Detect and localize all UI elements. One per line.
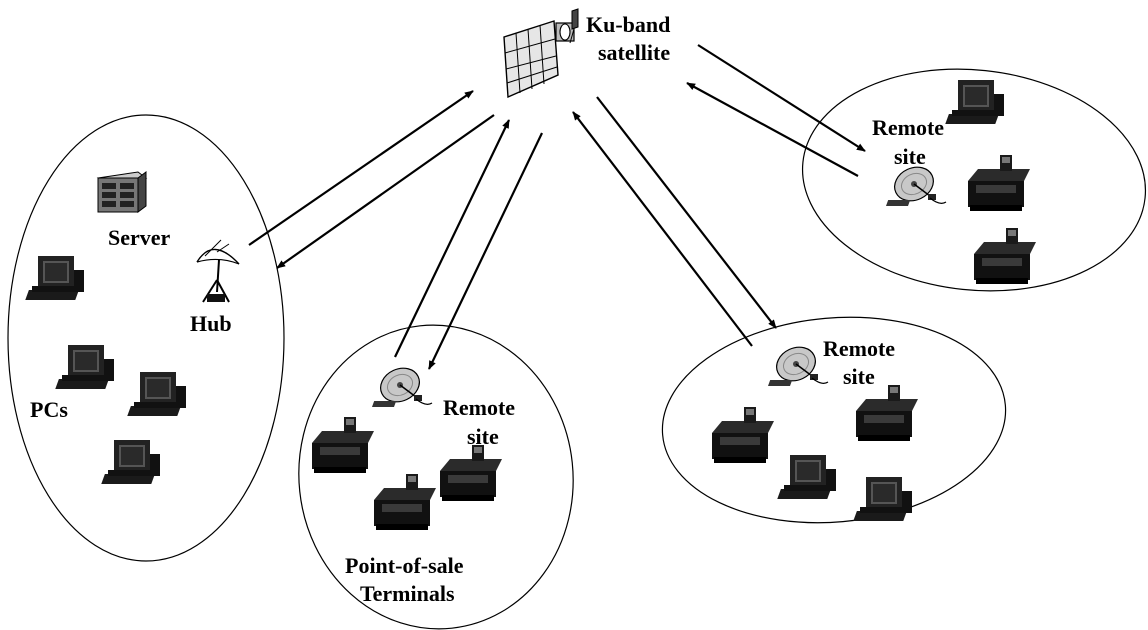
downlink-top-right-site — [697, 44, 866, 152]
top-right-remote-label-line1: Remote — [872, 115, 944, 140]
uplink-top-right-site — [686, 82, 859, 177]
pos-terminals-label-line2: Terminals — [360, 581, 455, 606]
pcs-label: PCs — [30, 397, 68, 422]
mid-right-site-boundary — [661, 316, 1007, 524]
server-label: Server — [108, 225, 171, 250]
server-icon — [96, 171, 148, 213]
pos-terminal-icon — [856, 385, 918, 441]
hub-label: Hub — [190, 311, 232, 336]
pos-terminal-icon — [374, 474, 436, 530]
satellite-label-line2: satellite — [598, 40, 670, 65]
mid-right-remote-label-line2: site — [843, 364, 875, 389]
pc-icon — [101, 440, 160, 484]
hub-dish-icon — [196, 239, 240, 303]
pos-terminal-icon — [712, 407, 774, 463]
pos-terminals-label-line1: Point-of-sale — [345, 553, 464, 578]
pc-icon — [25, 256, 84, 300]
hub-site-boundary — [7, 114, 285, 562]
pc-icon — [127, 372, 186, 416]
satellite-label-line1: Ku-band — [586, 12, 670, 37]
vsat-dish-icon — [371, 361, 433, 409]
pos-remote-label-line1: Remote — [443, 395, 515, 420]
pc-icon — [777, 455, 836, 499]
mid-right-remote-label-line1: Remote — [823, 336, 895, 361]
pc-icon — [853, 477, 912, 521]
uplink-mid-right-site — [572, 111, 753, 347]
top-right-site-boundary — [801, 68, 1147, 292]
pos-terminal-icon — [440, 445, 502, 501]
vsat-dish-icon — [767, 340, 829, 388]
pos-site-boundary — [298, 324, 574, 630]
top-right-remote-label-line2: site — [894, 144, 926, 169]
pos-remote-label-line2: site — [467, 424, 499, 449]
uplink-hub — [248, 90, 474, 246]
pos-terminal-icon — [968, 155, 1030, 211]
satellite-icon — [503, 8, 579, 99]
pos-terminal-icon — [974, 228, 1036, 284]
downlink-pos-site — [428, 132, 543, 370]
pc-icon — [945, 80, 1004, 124]
pos-terminal-icon — [312, 417, 374, 473]
downlink-mid-right-site — [596, 96, 777, 329]
downlink-hub — [276, 114, 495, 269]
uplink-pos-site — [394, 119, 510, 358]
pc-icon — [55, 345, 114, 389]
